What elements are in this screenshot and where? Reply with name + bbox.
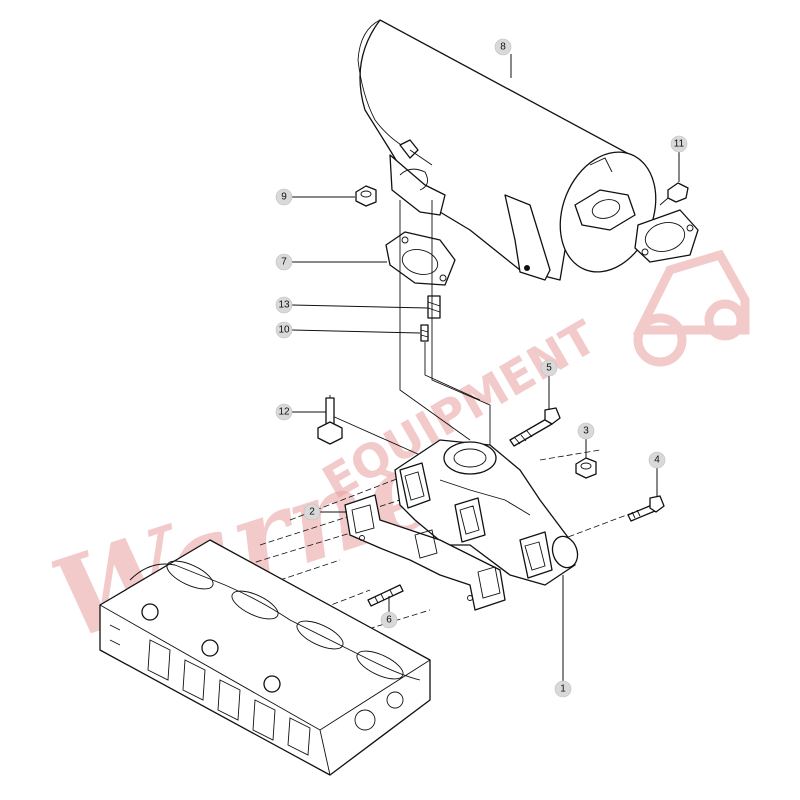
svg-text:9: 9 bbox=[281, 192, 287, 203]
svg-text:2: 2 bbox=[309, 507, 315, 518]
callouts: 8 11 9 7 13 10 bbox=[275, 38, 688, 698]
manifold-gasket bbox=[344, 494, 506, 611]
callout-2: 2 bbox=[303, 503, 321, 521]
callout-10: 10 bbox=[275, 321, 293, 339]
callout-5: 5 bbox=[540, 359, 558, 377]
muffler-gasket bbox=[385, 231, 456, 286]
svg-text:11: 11 bbox=[674, 139, 685, 150]
svg-text:3: 3 bbox=[583, 426, 589, 437]
cylinder-head bbox=[99, 539, 431, 776]
svg-text:8: 8 bbox=[500, 42, 506, 53]
callout-6: 6 bbox=[380, 611, 398, 629]
muffler bbox=[357, 19, 699, 281]
svg-text:4: 4 bbox=[654, 455, 660, 466]
callout-11: 11 bbox=[670, 135, 688, 153]
bolt-5 bbox=[509, 407, 561, 447]
bolt-4 bbox=[627, 495, 665, 522]
stud-10 bbox=[420, 324, 429, 342]
stud-6 bbox=[367, 584, 404, 607]
svg-text:13: 13 bbox=[278, 300, 290, 311]
svg-text:10: 10 bbox=[278, 325, 290, 336]
spring-washer bbox=[427, 295, 441, 319]
svg-text:6: 6 bbox=[386, 615, 392, 626]
callout-12: 12 bbox=[275, 403, 293, 421]
nut-3 bbox=[575, 457, 597, 479]
svg-text:5: 5 bbox=[546, 363, 552, 374]
svg-text:1: 1 bbox=[560, 684, 566, 695]
bolt-12 bbox=[317, 397, 343, 445]
callout-3: 3 bbox=[577, 422, 595, 440]
nut-9 bbox=[355, 185, 377, 207]
callout-4: 4 bbox=[648, 451, 666, 469]
svg-text:12: 12 bbox=[278, 407, 290, 418]
callout-13: 13 bbox=[275, 296, 293, 314]
callout-8: 8 bbox=[494, 38, 512, 56]
callout-1: 1 bbox=[554, 680, 572, 698]
tractor-watermark-icon bbox=[632, 249, 750, 367]
exhaust-manifold bbox=[394, 439, 579, 586]
svg-text:7: 7 bbox=[281, 257, 287, 268]
callout-7: 7 bbox=[275, 253, 293, 271]
callout-9: 9 bbox=[275, 188, 293, 206]
